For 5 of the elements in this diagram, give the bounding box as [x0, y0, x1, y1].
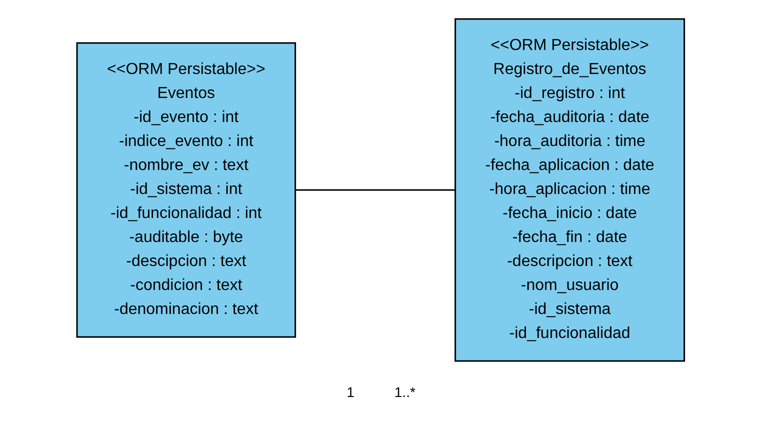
multiplicity-label: 1..* — [394, 384, 416, 400]
node-box: <<ORM Persistable>> Eventos -id_evento : int -indice_evento : int -nombre_ev : text -id_sistema : int -id_funcionalidad : int -auditable : byte -descipcion : text -condicion : text -denominacion : text — [76, 42, 296, 338]
connector — [296, 189, 456, 191]
node-box: <<ORM Persistable>> Registro_de_Eventos -id_registro : int -fecha_auditoria : date -hora_auditoria : time -fecha_aplicacion : date -hora_aplicacion : time -fecha_inicio : date -fecha_fin : date -descripcion : text -nom_usuario -id_sistema -id_funcionalidad — [454, 18, 686, 362]
multiplicity-label: 1 — [346, 384, 354, 400]
